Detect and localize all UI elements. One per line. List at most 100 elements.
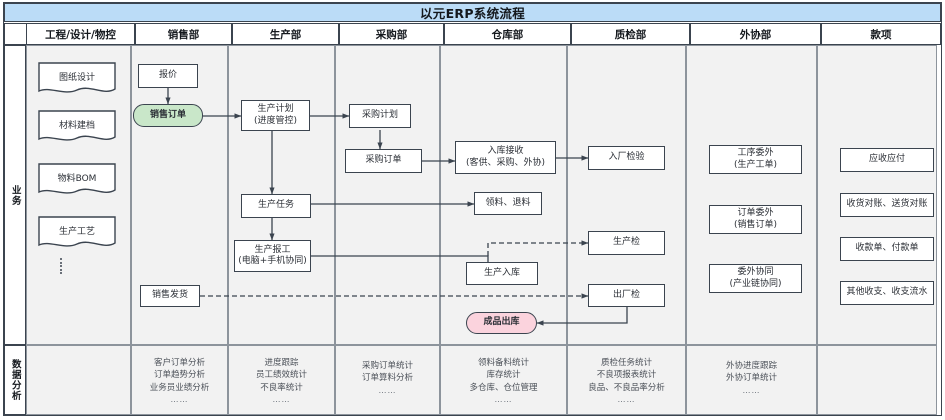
- node-label: 工序委外: [737, 148, 774, 159]
- document-shape-icon: [38, 110, 116, 141]
- analysis-line: 外协进度跟踪: [725, 361, 777, 371]
- node-process-outsource[interactable]: 工序委外 (生产工单): [709, 145, 802, 174]
- analysis-line: 质检任务统计: [600, 358, 652, 368]
- analysis-line: 外协订单统计: [725, 373, 777, 384]
- analysis-line: 采购订单统计: [361, 361, 413, 371]
- analysis-outsourcing: 外协进度跟踪 外协订单统计 ……: [686, 360, 817, 396]
- band-analysis-payments: [817, 345, 937, 415]
- node-label: 图纸设计: [58, 73, 95, 84]
- analysis-ellipsis: ……: [494, 394, 513, 404]
- node-production-plan[interactable]: 生产计划 (进度管控): [241, 100, 310, 131]
- node-label: 材料建档: [58, 121, 95, 132]
- row-label-text: 数据分析: [9, 359, 21, 401]
- analysis-production: 进度跟踪 员工绩效统计 不良率统计 ……: [228, 357, 335, 406]
- node-sublabel: (电脑+手机协同): [238, 256, 307, 266]
- analysis-line: 客户订单分析: [153, 358, 205, 368]
- node-label: 成品出库: [483, 317, 520, 328]
- node-sublabel: (销售订单): [733, 219, 778, 230]
- node-label: 入库接收: [487, 146, 524, 157]
- header-corner: [4, 23, 26, 45]
- node-label: 生产工艺: [58, 227, 95, 238]
- node-label: 采购订单: [365, 155, 402, 166]
- row-label-analysis: 数据分析: [4, 345, 26, 415]
- band-analysis-warehouse: [440, 345, 567, 415]
- column-header-outsourcing: 外协部: [690, 23, 821, 45]
- node-sales-order[interactable]: 销售订单: [133, 104, 203, 127]
- analysis-line: 良品、不良品率分析: [588, 382, 665, 393]
- analysis-ellipsis: ……: [272, 394, 291, 404]
- node-production-stock-in[interactable]: 生产入库: [466, 262, 538, 285]
- analysis-line: 订单趋势分析: [153, 370, 205, 381]
- column-header-label: 外协部: [739, 28, 772, 41]
- analysis-line: 员工绩效统计: [255, 370, 307, 381]
- band-analysis-quality: [567, 345, 686, 415]
- node-label: 订单委外: [737, 208, 774, 219]
- analysis-line: 不良率统计: [260, 382, 303, 393]
- column-header-production: 生产部: [232, 23, 339, 45]
- node-production-process[interactable]: 生产工艺: [38, 216, 116, 250]
- analysis-line: 领料备料统计: [477, 358, 529, 368]
- node-label: 销售订单: [149, 109, 186, 120]
- column-header-quality: 质检部: [571, 23, 690, 45]
- column-header-label: 采购部: [375, 28, 408, 41]
- node-other-income-expense[interactable]: 其他收支、收支流水: [840, 281, 934, 305]
- node-material-bom[interactable]: 物料BOM: [38, 163, 116, 197]
- node-outsource-collab[interactable]: 委外协同 (产业链协同): [709, 264, 802, 293]
- node-label: 生产任务: [257, 200, 294, 211]
- node-label: 其他收支、收支流水: [846, 287, 928, 298]
- node-quotation[interactable]: 报价: [138, 64, 198, 88]
- node-production-inspect[interactable]: 生产检: [588, 231, 665, 255]
- node-receipt-delivery-reconciliation[interactable]: 收货对账、送货对账: [840, 193, 934, 217]
- node-receipt-payment-slip[interactable]: 收款单、付款单: [840, 237, 934, 261]
- node-receivable-payable[interactable]: 应收应付: [840, 148, 934, 172]
- diagram-title-bar: 以元ERP系统流程: [4, 3, 941, 22]
- band-business-purchasing: [335, 45, 440, 345]
- node-sublabel: (产业链协同): [729, 278, 782, 289]
- node-incoming-inspect[interactable]: 入厂检验: [588, 146, 665, 170]
- analysis-line: 业务员业绩分析: [149, 382, 210, 393]
- node-label: 销售发货: [151, 290, 188, 301]
- band-analysis-engineering: [26, 345, 131, 415]
- analysis-line: 库存统计: [486, 370, 521, 381]
- band-analysis-outsourcing: [686, 345, 817, 415]
- node-material-archive[interactable]: 材料建档: [38, 110, 116, 144]
- engineering-more-ellipsis-icon: [60, 258, 62, 274]
- analysis-ellipsis: ……: [378, 385, 397, 395]
- document-shape-icon: [38, 163, 116, 194]
- column-header-label: 销售部: [167, 28, 200, 41]
- node-pick-return[interactable]: 领料、退料: [474, 192, 542, 215]
- node-label: 生产计划: [257, 104, 294, 115]
- node-purchase-plan[interactable]: 采购计划: [349, 104, 411, 128]
- node-finished-stock-out[interactable]: 成品出库: [466, 312, 537, 334]
- node-production-task[interactable]: 生产任务: [241, 194, 311, 218]
- band-business-outsourcing: [686, 45, 817, 345]
- node-order-outsource[interactable]: 订单委外 (销售订单): [709, 205, 802, 234]
- node-label: 收货对账、送货对账: [846, 199, 928, 210]
- column-header-sales: 销售部: [135, 23, 232, 45]
- node-sublabel: (客供、采购、外协): [465, 157, 546, 168]
- node-label: 生产检: [612, 237, 640, 248]
- node-purchase-order[interactable]: 采购订单: [345, 149, 422, 173]
- node-label: 生产入库: [483, 267, 520, 278]
- node-label: 采购计划: [361, 110, 398, 121]
- page-title: 以元ERP系统流程: [419, 6, 526, 21]
- band-analysis-purchasing: [335, 345, 440, 415]
- document-shape-icon: [38, 216, 116, 247]
- column-header-label: 工程/设计/物控: [45, 28, 116, 41]
- node-production-report[interactable]: 生产报工 (电脑+手机协同): [234, 240, 311, 272]
- column-header-row: 工程/设计/物控 销售部 生产部 采购部 仓库部 质检部 外协部 款项: [4, 23, 941, 45]
- node-label: 物料BOM: [57, 174, 97, 185]
- node-drawing-design[interactable]: 图纸设计: [38, 62, 116, 96]
- node-stock-in-receive[interactable]: 入库接收 (客供、采购、外协): [455, 141, 556, 174]
- node-outgoing-inspect[interactable]: 出厂检: [588, 284, 665, 307]
- node-sublabel: (生产工单): [733, 159, 778, 170]
- analysis-ellipsis: ……: [617, 394, 636, 404]
- node-sales-delivery[interactable]: 销售发货: [140, 285, 200, 307]
- document-shape-icon: [38, 62, 116, 93]
- analysis-warehouse: 领料备料统计 库存统计 多仓库、仓位管理 ……: [440, 357, 567, 406]
- analysis-line: 多仓库、仓位管理: [469, 382, 538, 393]
- analysis-ellipsis: ……: [742, 385, 761, 395]
- column-header-label: 仓库部: [491, 28, 524, 41]
- row-label-business: 业务: [4, 45, 26, 345]
